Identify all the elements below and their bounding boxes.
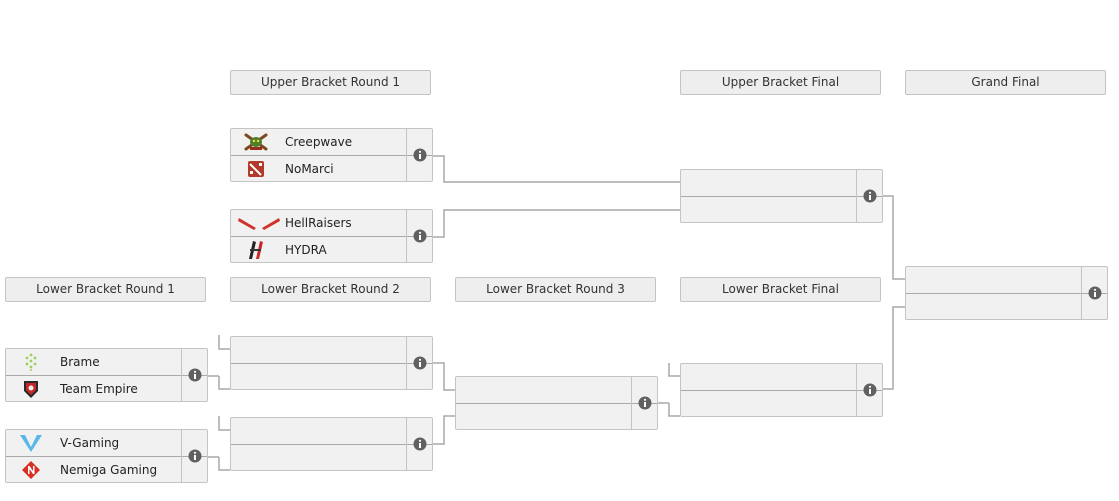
match-info-button[interactable]: [407, 210, 432, 262]
nemiga-logo-icon: [18, 460, 44, 480]
brame-logo-icon: [18, 352, 44, 372]
match-lower-final: [680, 363, 883, 417]
info-separator: [181, 349, 182, 401]
team-slot[interactable]: [681, 170, 857, 196]
info-icon: [413, 356, 426, 370]
info-icon: [863, 383, 876, 397]
dota-logo-icon: [243, 159, 269, 179]
slot-divider: [906, 293, 1107, 294]
info-icon: [413, 437, 426, 451]
header-grand-final: Grand Final: [905, 70, 1106, 95]
slot-divider: [681, 196, 882, 197]
team-slot[interactable]: Creepwave: [231, 129, 407, 155]
match-lower-round2-a: [230, 336, 433, 390]
match-info-button[interactable]: [182, 430, 207, 482]
slot-divider: [231, 444, 432, 445]
team-slot[interactable]: [231, 364, 407, 390]
team-slot[interactable]: Nemiga Gaming: [6, 457, 182, 483]
team-slot[interactable]: HellRaisers: [231, 210, 407, 236]
hellraisers-logo-icon: [237, 213, 281, 233]
slot-divider: [231, 236, 432, 237]
team-slot[interactable]: V-Gaming: [6, 430, 182, 456]
team-slot[interactable]: [681, 364, 857, 390]
match-info-button[interactable]: [857, 170, 882, 222]
slot-divider: [6, 375, 207, 376]
info-separator: [406, 129, 407, 181]
match-upper-round1-b: HellRaisers HYDRA: [230, 209, 433, 263]
slot-divider: [681, 390, 882, 391]
info-icon: [188, 368, 201, 382]
team-slot[interactable]: HYDRA: [231, 237, 407, 263]
team-slot[interactable]: [231, 337, 407, 363]
team-name: HYDRA: [285, 243, 327, 257]
info-icon: [863, 189, 876, 203]
team-slot[interactable]: [456, 404, 632, 430]
match-info-button[interactable]: [407, 337, 432, 389]
header-upper-bracket-round-1: Upper Bracket Round 1: [230, 70, 431, 95]
match-info-button[interactable]: [182, 349, 207, 401]
slot-divider: [231, 363, 432, 364]
match-lower-round1-a: Brame Team Empire: [5, 348, 208, 402]
match-info-button[interactable]: [407, 418, 432, 470]
hydra-logo-icon: [243, 240, 269, 260]
slot-divider: [456, 403, 657, 404]
info-separator: [406, 337, 407, 389]
info-separator: [406, 418, 407, 470]
team-slot[interactable]: [681, 197, 857, 223]
info-icon: [413, 148, 426, 162]
info-icon: [1088, 286, 1101, 300]
info-separator: [856, 170, 857, 222]
match-info-button[interactable]: [857, 364, 882, 416]
slot-divider: [6, 456, 207, 457]
info-icon: [638, 396, 651, 410]
info-icon: [413, 229, 426, 243]
match-info-button[interactable]: [407, 129, 432, 181]
team-name: Team Empire: [60, 382, 138, 396]
team-name: Nemiga Gaming: [60, 463, 158, 477]
team-slot[interactable]: [681, 391, 857, 417]
info-separator: [1081, 267, 1082, 319]
team-name: Creepwave: [285, 135, 353, 149]
team-slot[interactable]: [906, 294, 1082, 320]
match-info-button[interactable]: [632, 377, 657, 429]
header-lower-bracket-round-1: Lower Bracket Round 1: [5, 277, 206, 302]
slot-divider: [231, 155, 432, 156]
match-grand-final: [905, 266, 1108, 320]
creepwave-logo-icon: [243, 132, 269, 152]
team-name: Brame: [60, 355, 100, 369]
info-separator: [181, 430, 182, 482]
match-info-button[interactable]: [1082, 267, 1107, 319]
header-upper-bracket-final: Upper Bracket Final: [680, 70, 881, 95]
header-lower-bracket-final: Lower Bracket Final: [680, 277, 881, 302]
team-name: NoMarci: [285, 162, 334, 176]
team-slot[interactable]: Team Empire: [6, 376, 182, 402]
match-lower-round2-b: [230, 417, 433, 471]
header-lower-bracket-round-2: Lower Bracket Round 2: [230, 277, 431, 302]
info-separator: [406, 210, 407, 262]
team-slot[interactable]: [231, 418, 407, 444]
info-separator: [856, 364, 857, 416]
match-upper-final: [680, 169, 883, 223]
info-separator: [631, 377, 632, 429]
match-upper-round1-a: Creepwave NoMarci: [230, 128, 433, 182]
team-slot[interactable]: NoMarci: [231, 156, 407, 182]
team-empire-logo-icon: [18, 379, 44, 399]
team-slot[interactable]: [906, 267, 1082, 293]
match-lower-round3: [455, 376, 658, 430]
team-slot[interactable]: [456, 377, 632, 403]
team-slot[interactable]: [231, 445, 407, 471]
team-name: V-Gaming: [60, 436, 120, 450]
header-lower-bracket-round-3: Lower Bracket Round 3: [455, 277, 656, 302]
match-lower-round1-b: V-Gaming Nemiga Gaming: [5, 429, 208, 483]
team-name: HellRaisers: [285, 216, 352, 230]
team-slot[interactable]: Brame: [6, 349, 182, 375]
v-gaming-logo-icon: [18, 433, 44, 453]
info-icon: [188, 449, 201, 463]
